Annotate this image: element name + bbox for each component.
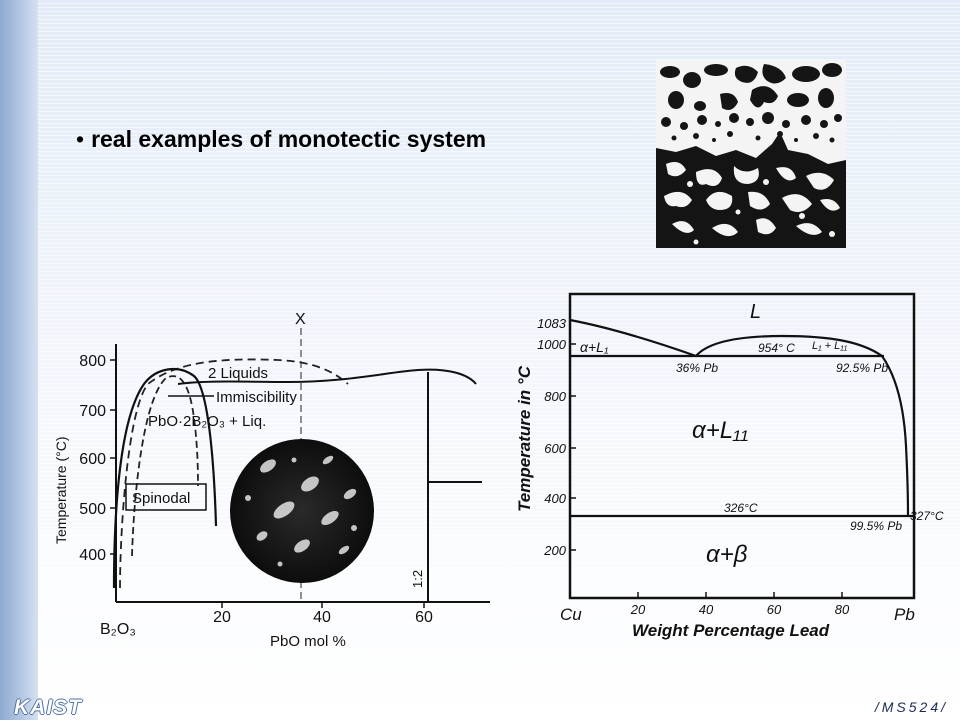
miscibility-dome xyxy=(695,334,883,357)
spinodal-curve xyxy=(131,375,199,557)
course-code: /MS524/ xyxy=(874,699,948,715)
ratio-label: 1:2 xyxy=(410,570,425,588)
phase-diagram-b2o3-pbo: X 800 700 600 500 400 Temperature (°C) 2… xyxy=(48,288,498,665)
label-36pb: 36% Pb xyxy=(676,361,718,375)
x-tick-60: 60 xyxy=(767,602,782,617)
x-marker-label: X xyxy=(295,311,306,328)
bullet-point: • xyxy=(76,126,85,152)
y-tick-600: 600 xyxy=(79,451,106,468)
left-accent-bar xyxy=(0,0,38,720)
liquidus-cu-side xyxy=(569,318,697,358)
y-axis-label: Temperature (°C) xyxy=(53,436,69,544)
x-left-cu: Cu xyxy=(560,605,582,624)
y-axis-label: Temperature in °C xyxy=(515,365,534,512)
kaist-logo: KAIST xyxy=(14,696,82,719)
liquidus-dome xyxy=(112,367,218,589)
y-tick-400: 400 xyxy=(544,491,566,506)
circular-micrograph xyxy=(230,439,374,583)
micrograph-top-right xyxy=(656,60,846,253)
label-phase: PbO·2B₂O₃ + Liq. xyxy=(148,413,266,430)
label-954: 954° C xyxy=(758,341,795,355)
x-axis-label: PbO mol % xyxy=(270,633,346,650)
label-spinodal: Spinodal xyxy=(132,490,190,507)
x-tick-40: 40 xyxy=(699,602,714,617)
label-925pb: 92.5% Pb xyxy=(836,361,888,375)
y-tick-800: 800 xyxy=(79,353,106,370)
micrograph-image xyxy=(656,60,846,248)
x-axis-label: Weight Percentage Lead xyxy=(632,621,830,640)
x-tick-60: 60 xyxy=(415,609,433,626)
spinodal-box xyxy=(125,483,207,511)
label-immiscibility: Immiscibility xyxy=(216,389,297,406)
region-l1-l11: L₁ + L₁₁ xyxy=(812,340,848,352)
y-tick-800: 800 xyxy=(544,389,566,404)
region-alpha-l11: α+L₁₁ xyxy=(692,417,748,444)
title-text: real examples of monotectic system xyxy=(91,126,487,152)
y-tick-500: 500 xyxy=(79,501,106,518)
region-l: L xyxy=(750,301,761,323)
liquidus-line xyxy=(177,368,477,385)
x-tick-20: 20 xyxy=(213,609,231,626)
phase-diagram-cu-pb: 1083 1000 800 600 400 200 Temperature in… xyxy=(512,286,952,651)
label-327: 327°C xyxy=(910,509,944,523)
left-component-label: B₂O₃ xyxy=(100,621,136,638)
label-2-liquids: 2 Liquids xyxy=(208,365,268,382)
liquidus-pb-side xyxy=(881,355,910,517)
x-right-pb: Pb xyxy=(894,605,915,624)
region-alpha-beta: α+β xyxy=(706,541,748,568)
y-tick-700: 700 xyxy=(79,403,106,420)
region-alpha-l1: α+L₁ xyxy=(580,339,609,355)
y-tick-400: 400 xyxy=(79,547,106,564)
phase-diagram-left-svg: X 800 700 600 500 400 Temperature (°C) 2… xyxy=(53,311,490,650)
x-tick-80: 80 xyxy=(835,602,850,617)
label-995pb: 99.5% Pb xyxy=(850,519,902,533)
y-tick-1083: 1083 xyxy=(537,316,567,331)
y-tick-600: 600 xyxy=(544,441,566,456)
x-tick-20: 20 xyxy=(630,602,646,617)
y-tick-200: 200 xyxy=(543,543,566,558)
slide-title: •real examples of monotectic system xyxy=(76,126,486,153)
x-tick-40: 40 xyxy=(313,609,331,626)
label-326: 326°C xyxy=(724,501,758,515)
y-tick-1000: 1000 xyxy=(537,337,567,352)
phase-diagram-right-svg: 1083 1000 800 600 400 200 Temperature in… xyxy=(515,292,944,640)
plot-frame xyxy=(568,292,916,600)
